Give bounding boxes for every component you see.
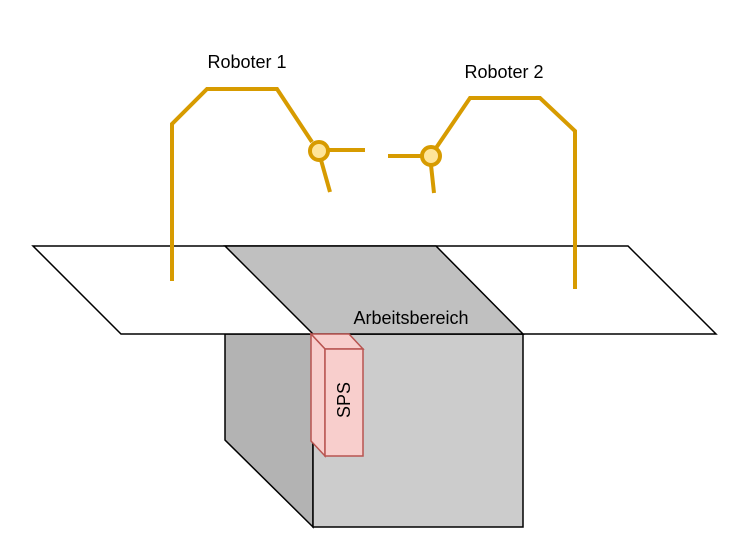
robot-1-label: Roboter 1 (207, 52, 286, 72)
plc-side-face (310, 332, 326, 458)
robot-1-gripper-lower (319, 159, 332, 193)
robot-1-joint (308, 140, 330, 162)
robot-1-arm (170, 87, 314, 281)
box-side-face (224, 333, 314, 529)
robot-2-label: Roboter 2 (464, 62, 543, 82)
workspace-label: Arbeitsbereich (353, 308, 468, 328)
plc-front-face (324, 348, 364, 457)
robot-2-gripper-lower (429, 164, 436, 194)
robot-2-arm (434, 96, 577, 289)
workspace-area (223, 245, 525, 335)
robot-2 (388, 96, 577, 289)
robot-1 (170, 87, 365, 281)
robot-2-joint (420, 145, 442, 167)
plc-label: SPS (334, 382, 354, 418)
